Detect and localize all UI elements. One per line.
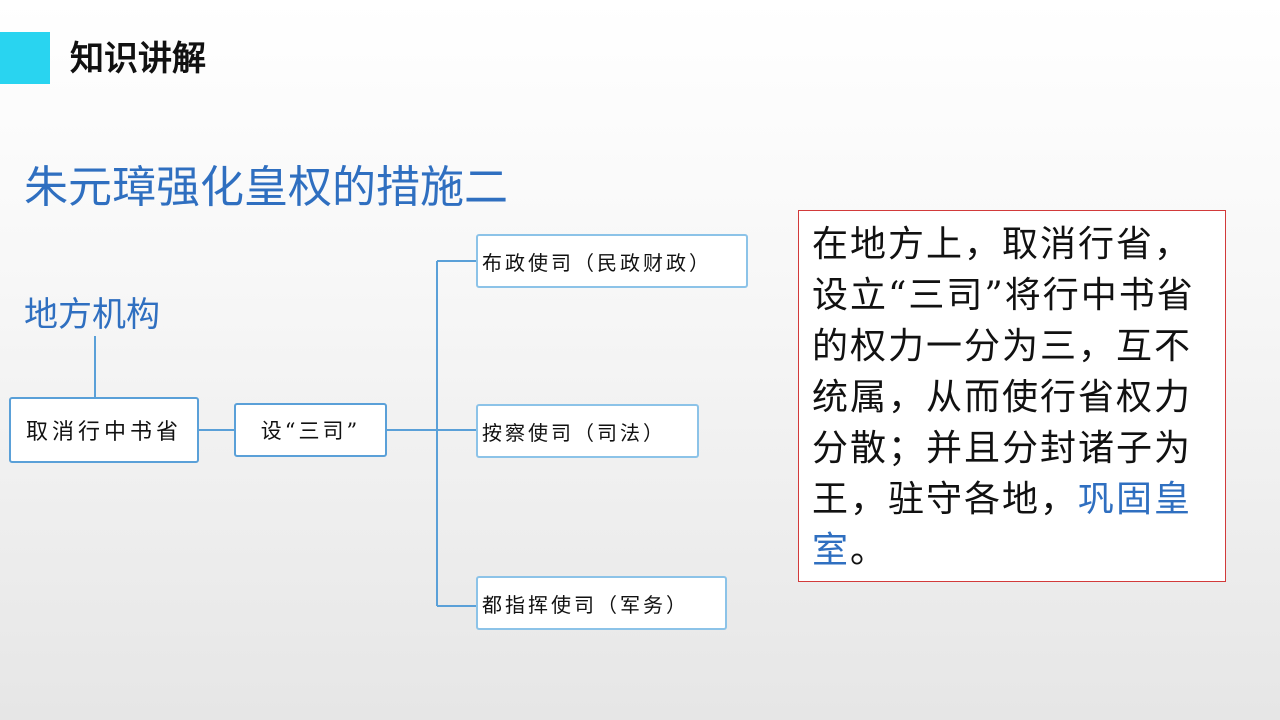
diagram-root-box: 取消行中书省: [9, 397, 199, 463]
header-accent-bar: [0, 32, 50, 84]
diagram-middle-box: 设“三司”: [234, 403, 387, 457]
explanation-highlight: 巩固皇室: [812, 479, 1193, 571]
main-title: 朱元璋强化皇权的措施二: [24, 162, 508, 213]
diagram-branch-box: 按察使司（司法）: [476, 404, 699, 458]
explanation-text: 在地方上，取消行省，设立“三司”将行中书省的权力一分为三，互不统属，从而使行省权…: [812, 224, 1195, 520]
section-label: 地方机构: [24, 295, 160, 335]
explanation-panel: 在地方上，取消行省，设立“三司”将行中书省的权力一分为三，互不统属，从而使行省权…: [798, 210, 1226, 582]
explanation-end: 。: [850, 530, 889, 571]
diagram-branch-box: 都指挥使司（军务）: [476, 576, 727, 630]
header-title: 知识讲解: [70, 39, 206, 79]
diagram-branch-box: 布政使司（民政财政）: [476, 234, 748, 288]
